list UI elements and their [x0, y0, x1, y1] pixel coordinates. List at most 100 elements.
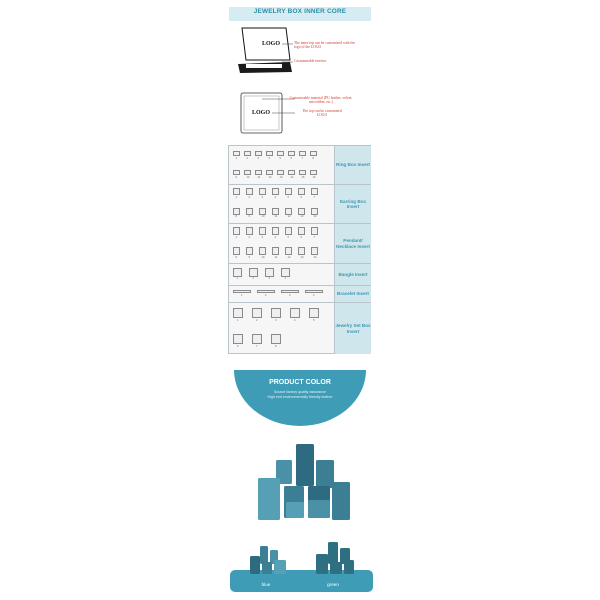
insert-number: 1 — [236, 277, 238, 280]
insert-thumbnail — [272, 227, 279, 235]
insert-thumbnail — [310, 151, 317, 156]
insert-number: 4 — [274, 235, 276, 239]
insert-thumbnail — [298, 207, 305, 215]
insert-number: 7 — [256, 344, 258, 348]
insert-thumbnail — [255, 170, 262, 175]
insert-number: 1 — [235, 195, 237, 199]
header-bar — [229, 7, 371, 21]
insert-thumbnail — [233, 334, 243, 344]
color-swatch-bar — [230, 570, 373, 592]
insert-number: 8 — [235, 215, 237, 219]
insert-thumbnail — [246, 207, 253, 215]
insert-row-label: Pendant/ Necklace Insert — [334, 224, 371, 263]
insert-thumbnail — [233, 207, 240, 215]
insert-number: 14 — [290, 175, 294, 179]
insert-number: 9 — [235, 175, 237, 179]
callout-interior: Customizable interior — [294, 59, 327, 63]
insert-number: 3 — [257, 156, 259, 160]
table-row-divider — [229, 223, 370, 224]
insert-number: 2 — [252, 277, 254, 280]
insert-thumbnail — [233, 267, 242, 277]
insert-row-label: Bangle Insert — [334, 264, 371, 285]
insert-thumbnail — [285, 188, 292, 196]
insert-number: 11 — [274, 215, 278, 219]
insert-thumbnail — [311, 227, 318, 235]
insert-number: 2 — [246, 156, 248, 160]
insert-thumbnail — [244, 170, 251, 175]
insert-thumbnail — [233, 247, 240, 255]
product-color-title: PRODUCT COLOR — [269, 379, 331, 386]
callout-top-logo: The top can be customized LOGO — [302, 109, 342, 118]
product-color-subtitle: High end environmentally friendly leathe… — [267, 395, 333, 399]
insert-thumbnail — [252, 308, 262, 318]
table-row-divider — [229, 285, 370, 286]
insert-number: 13 — [300, 255, 304, 259]
insert-number: 14 — [313, 215, 317, 219]
insert-number: 8 — [275, 344, 277, 348]
insert-thumbnail — [298, 247, 305, 255]
insert-thumbnail — [265, 267, 274, 277]
insert-thumbnail — [298, 227, 305, 235]
insert-number: 10 — [261, 215, 265, 219]
logo-label: LOGO — [262, 41, 281, 47]
insert-number: 4 — [274, 195, 276, 199]
insert-number: 1 — [237, 318, 239, 322]
insert-number: 9 — [248, 215, 250, 219]
insert-number: 6 — [300, 195, 302, 199]
insert-thumbnail — [257, 290, 275, 293]
green-product-photo — [312, 542, 358, 578]
insert-thumbnail — [246, 188, 253, 196]
insert-number: 1 — [241, 293, 243, 297]
insert-number: 8 — [235, 255, 237, 259]
insert-thumbnail — [285, 227, 292, 235]
insert-number: 7 — [313, 235, 315, 239]
open-box-illustration — [238, 27, 292, 73]
insert-thumbnail — [246, 247, 253, 255]
callout-logo-inner: The inner top can be customized with the… — [294, 41, 355, 50]
swatch-label-green: green — [327, 582, 339, 587]
insert-number: 10 — [246, 175, 250, 179]
insert-thumbnail — [259, 207, 266, 215]
table-row-divider — [229, 263, 370, 264]
insert-thumbnail — [272, 188, 279, 196]
insert-thumbnail — [310, 170, 317, 175]
insert-row-label: Earring Box Insert — [334, 185, 371, 223]
insert-number: 16 — [312, 175, 316, 179]
insert-number: 2 — [248, 195, 250, 199]
blue-product-photo — [246, 546, 292, 578]
insert-thumbnail — [311, 188, 318, 196]
open-box-diagram — [236, 24, 296, 76]
insert-thumbnail — [233, 170, 240, 175]
insert-number: 3 — [289, 293, 291, 297]
insert-number: 4 — [268, 156, 270, 160]
insert-number: 3 — [275, 318, 277, 322]
insert-number: 5 — [279, 156, 281, 160]
insert-thumbnail — [233, 151, 240, 156]
insert-number: 2 — [248, 235, 250, 239]
insert-number: 13 — [279, 175, 283, 179]
insert-number: 2 — [265, 293, 267, 297]
insert-number: 6 — [300, 235, 302, 239]
insert-thumbnail — [233, 290, 251, 293]
insert-number: 11 — [257, 175, 261, 179]
insert-number: 3 — [261, 195, 263, 199]
insert-thumbnail — [285, 207, 292, 215]
insert-number: 6 — [237, 344, 239, 348]
insert-thumbnail — [298, 188, 305, 196]
insert-thumbnail — [233, 227, 240, 235]
insert-number: 1 — [235, 235, 237, 239]
insert-number: 5 — [287, 235, 289, 239]
insert-thumbnail — [309, 308, 319, 318]
insert-thumbnail — [290, 308, 300, 318]
insert-thumbnail — [249, 267, 258, 277]
insert-thumbnail — [271, 334, 281, 344]
insert-thumbnail — [252, 334, 262, 344]
callout-lines — [282, 43, 293, 63]
insert-number: 6 — [290, 156, 292, 160]
insert-number: 3 — [261, 235, 263, 239]
insert-thumbnail — [259, 247, 266, 255]
insert-thumbnail — [311, 207, 318, 215]
insert-thumbnail — [266, 151, 273, 156]
table-row-divider — [229, 184, 370, 185]
insert-thumbnail — [266, 170, 273, 175]
